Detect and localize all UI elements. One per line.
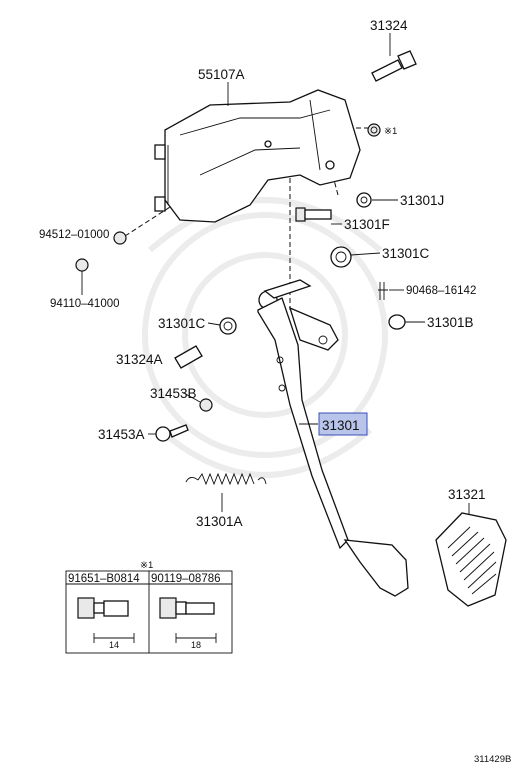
inset-part-91651-B0814: 91651–B0814 [68, 573, 140, 585]
label-31453A: 31453A [98, 427, 145, 442]
label-90468-16142: 90468–16142 [406, 285, 476, 297]
stopper-31301B [388, 314, 406, 330]
bushing-31301C-left [219, 317, 237, 335]
label-ref-mark: ※1 [384, 126, 397, 137]
highlight-box-31301 [318, 412, 368, 436]
bushing-31301C-right [330, 246, 352, 268]
inset-header-mark: ※1 [140, 560, 153, 571]
pin-31453A [155, 424, 189, 442]
inset-part-90119-08786: 90119–08786 [151, 573, 221, 585]
pedal-bracket [154, 89, 361, 223]
nut-31453B [199, 398, 213, 412]
label-55107A: 55107A [198, 67, 245, 82]
label-31301B: 31301B [427, 315, 474, 330]
watermark-emblem [142, 197, 388, 478]
label-94110-41000: 94110–41000 [50, 298, 120, 310]
inset-dim-18: 18 [191, 640, 201, 650]
bolt-31324 [371, 50, 417, 82]
label-31324: 31324 [370, 18, 408, 33]
label-31301J: 31301J [400, 193, 444, 208]
inset-dim-14: 14 [109, 640, 119, 650]
label-31453B: 31453B [150, 386, 197, 401]
label-31321: 31321 [448, 487, 486, 502]
label-94512-01000: 94512–01000 [39, 229, 109, 241]
figure-number: 311429B [474, 754, 511, 765]
label-31301C-left: 31301C [158, 316, 206, 331]
inset-fastener-table [65, 570, 233, 654]
label-31301: 31301 [322, 418, 360, 433]
clip-90468-16142 [378, 282, 388, 300]
pedal-pad-31321 [435, 512, 507, 607]
nut-94110-41000 [75, 258, 89, 272]
return-spring-31301A [185, 472, 267, 486]
nut-31301J [356, 192, 372, 208]
flange-nut-ref1 [367, 123, 381, 137]
leader-lines [81, 33, 470, 514]
label-31324A: 31324A [116, 352, 163, 367]
label-31301C-right: 31301C [382, 246, 430, 261]
bolt-31301F [295, 207, 332, 222]
label-31301F: 31301F [344, 217, 390, 232]
nut-94512-01000 [113, 231, 127, 245]
collar-31324A [174, 345, 203, 369]
label-31301A: 31301A [196, 514, 243, 529]
brake-pedal-arm [257, 279, 409, 597]
